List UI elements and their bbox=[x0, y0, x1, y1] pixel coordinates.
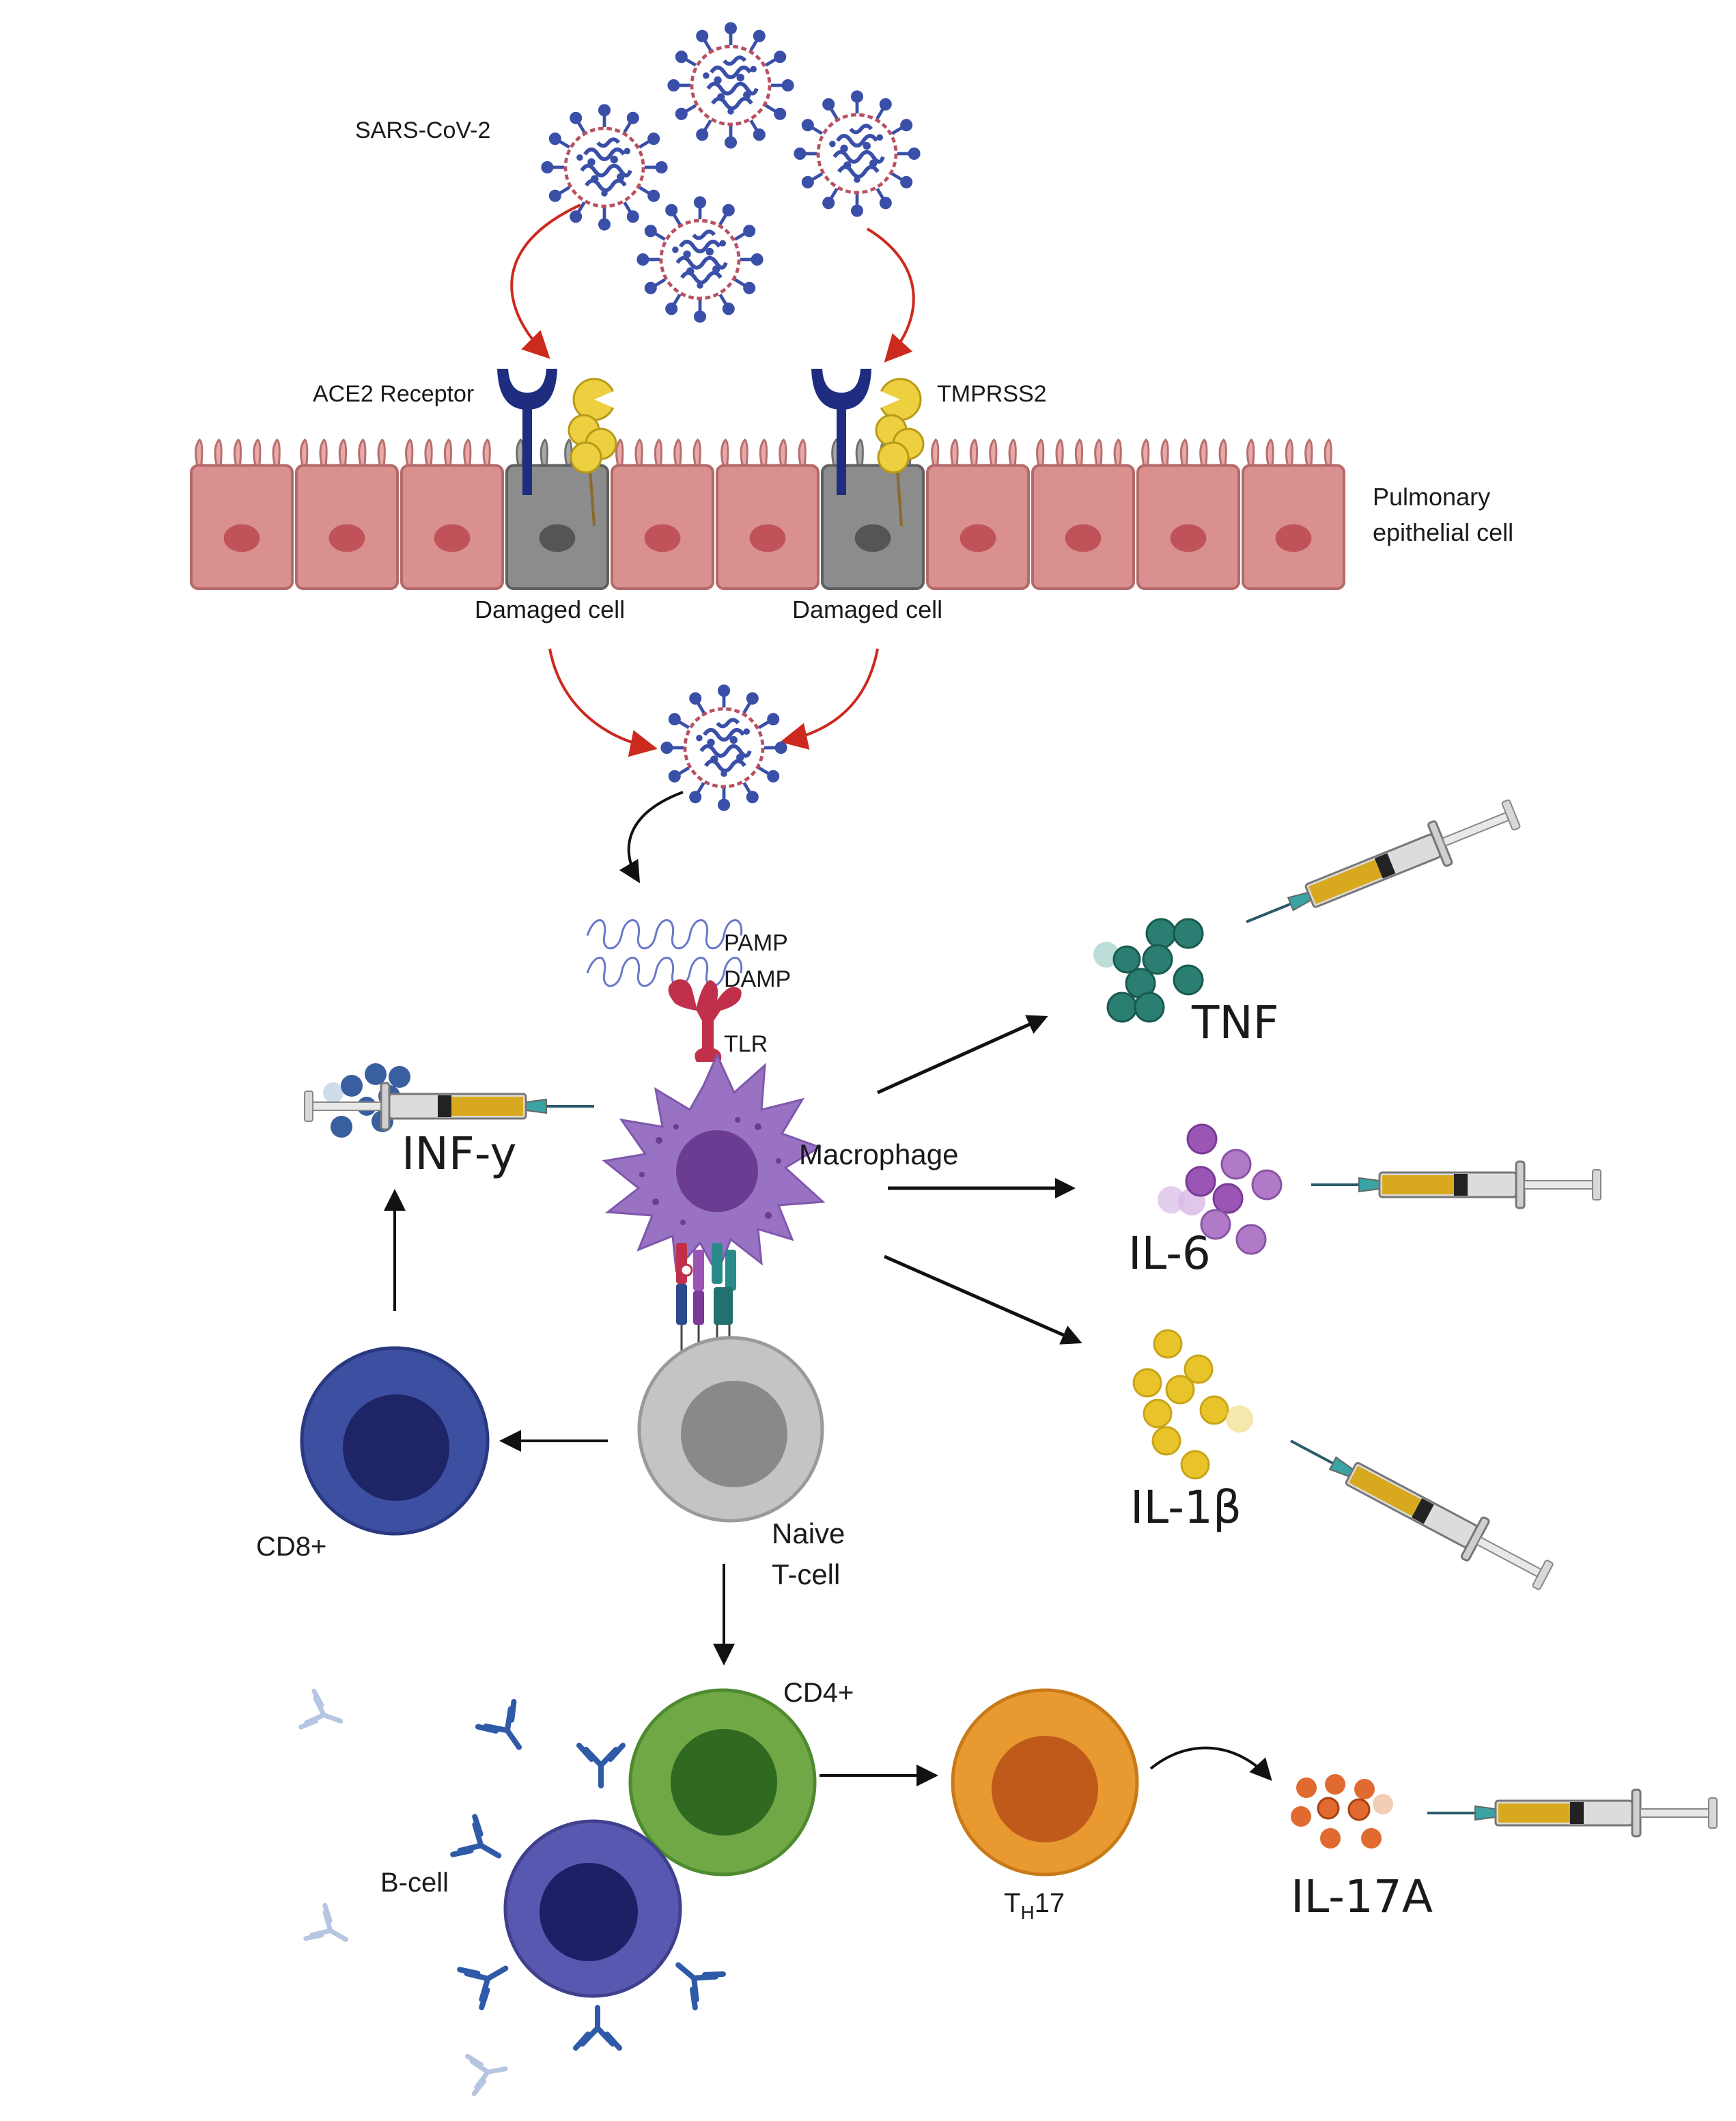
tlr-receptor-icon bbox=[668, 979, 742, 1062]
damaged-cell-label: Damaged cell bbox=[475, 595, 625, 623]
il1b-label: IL-1β bbox=[1130, 1481, 1242, 1534]
macrophage-label: Macrophage bbox=[799, 1138, 958, 1170]
antibody-icon bbox=[301, 1691, 348, 1739]
b-cell-label: B-cell bbox=[380, 1868, 449, 1898]
infy-label: INF-y bbox=[402, 1127, 517, 1180]
ace2-label: ACE2 Receptor bbox=[313, 381, 474, 407]
syringe-icon bbox=[1236, 790, 1525, 945]
syringe-icon bbox=[1280, 1420, 1557, 1597]
virus-icon bbox=[662, 686, 786, 810]
naive-t-cell-label: T-cell bbox=[772, 1558, 840, 1590]
damaged-cell-label: Damaged cell bbox=[792, 595, 942, 623]
th17-label: TH17 bbox=[1004, 1888, 1065, 1923]
tnf-cytokine-cluster bbox=[1093, 918, 1204, 1023]
cd8-t-cell bbox=[300, 1346, 490, 1536]
red-arrow bbox=[548, 648, 658, 757]
cd8-label: CD8+ bbox=[256, 1532, 326, 1562]
tmprss2-icon bbox=[875, 378, 925, 526]
antibody-icon bbox=[579, 1745, 623, 1786]
ace2-receptor-icon bbox=[811, 369, 871, 495]
il17a-label: IL-17A bbox=[1291, 1870, 1433, 1923]
antibody-icon bbox=[576, 2008, 619, 2048]
epithelial-label: epithelial cell bbox=[1373, 518, 1513, 546]
red-arrow bbox=[780, 648, 879, 750]
pamp-coil bbox=[586, 919, 743, 950]
antibody-icon bbox=[467, 2050, 509, 2094]
virus-icon bbox=[639, 198, 762, 322]
tmprss2-icon bbox=[568, 378, 618, 526]
il6-cytokine-cluster bbox=[1158, 1123, 1283, 1255]
macrophage-cell bbox=[602, 1052, 826, 1276]
tmprss2-label: TMPRSS2 bbox=[937, 381, 1047, 407]
antibody-icon bbox=[664, 1948, 723, 2008]
ace2-receptor-icon bbox=[497, 369, 557, 495]
tnf-label: TNF bbox=[1191, 996, 1279, 1049]
tlr-label: TLR bbox=[724, 1031, 768, 1057]
syringe-icon bbox=[1426, 1788, 1718, 1838]
antibody-icon bbox=[478, 1702, 537, 1760]
naive-t-cell bbox=[637, 1336, 824, 1523]
th17-cell bbox=[951, 1688, 1139, 1877]
il17a-cytokine-cluster bbox=[1291, 1774, 1393, 1849]
virus-icon bbox=[669, 24, 793, 148]
b-cell bbox=[503, 1819, 682, 1998]
virus-label: SARS-CoV-2 bbox=[355, 117, 490, 143]
arrow bbox=[876, 1015, 1048, 1095]
virus-icon bbox=[543, 106, 667, 229]
arrow bbox=[619, 791, 684, 884]
naive-t-cell-label: Naive bbox=[772, 1517, 845, 1549]
mhc-tcr-complex bbox=[676, 1243, 736, 1362]
damp-coil bbox=[586, 957, 743, 987]
cd4-t-cell bbox=[628, 1688, 817, 1877]
antibody-icon bbox=[453, 1816, 509, 1874]
il6-label: IL-6 bbox=[1128, 1227, 1211, 1280]
il1b-cytokine-cluster bbox=[1132, 1329, 1253, 1480]
pulmonary-epithelium bbox=[191, 440, 1344, 589]
virus-icon bbox=[796, 92, 919, 216]
red-arrow bbox=[510, 203, 581, 359]
red-arrow bbox=[866, 227, 915, 363]
pamp-label: PAMP bbox=[724, 930, 788, 956]
arrow bbox=[1149, 1746, 1272, 1781]
syringe-icon bbox=[1310, 1160, 1602, 1209]
arrow bbox=[883, 1254, 1082, 1345]
antibody-icon bbox=[460, 1950, 516, 2008]
antibody-icon bbox=[306, 1905, 356, 1956]
cd4-label: CD4+ bbox=[783, 1678, 854, 1708]
epithelial-label: Pulmonary bbox=[1373, 483, 1490, 511]
